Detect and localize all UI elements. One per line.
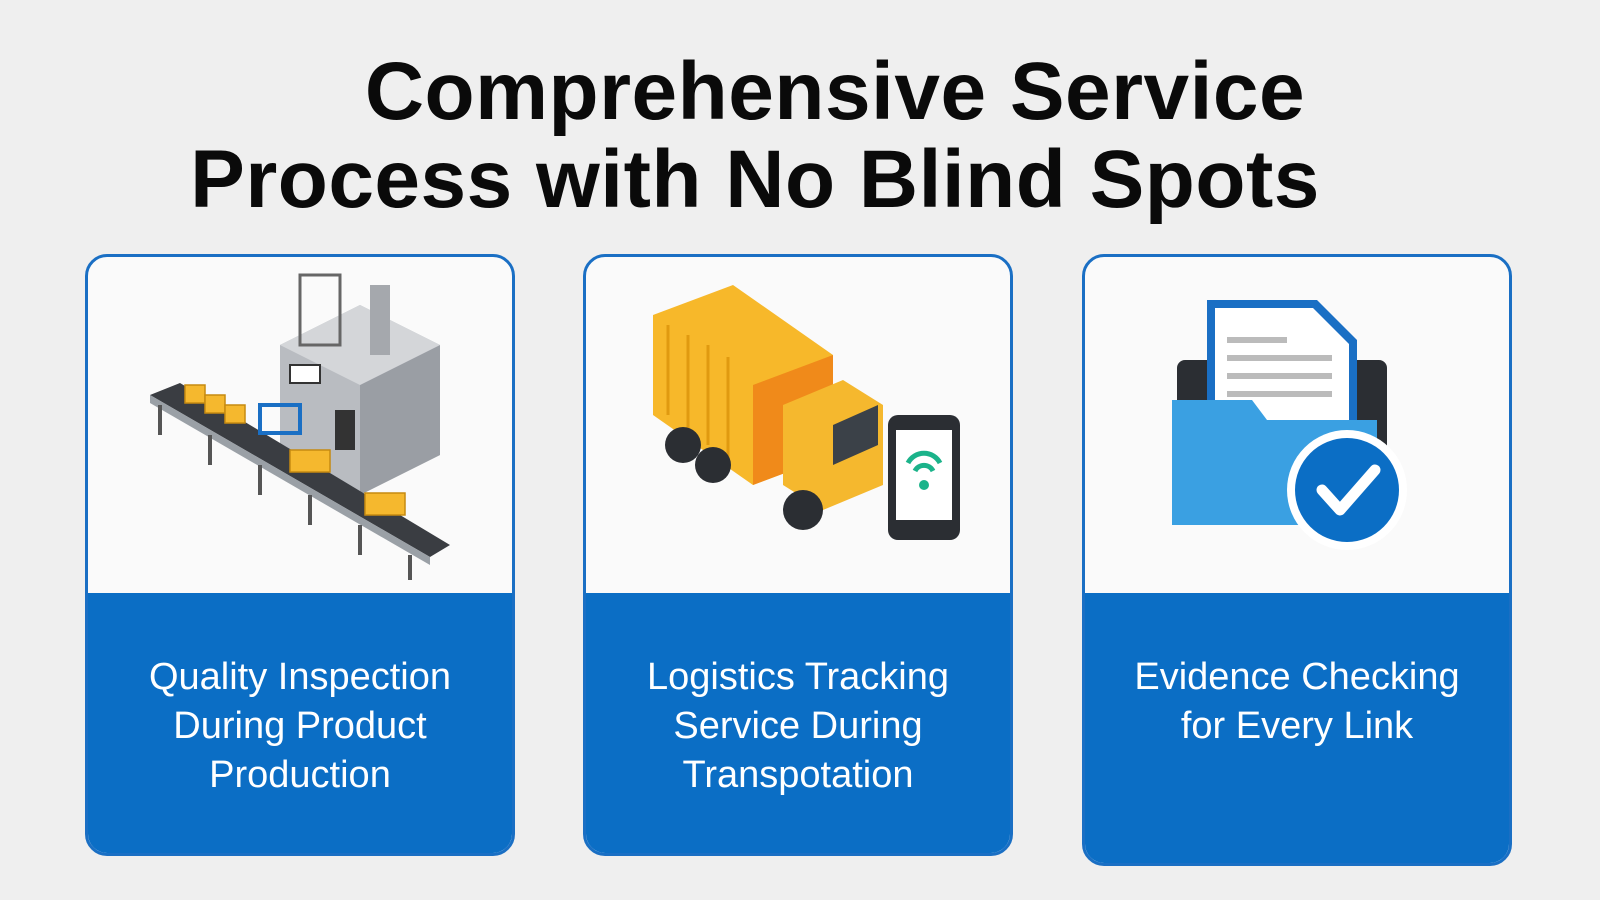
page-title: Comprehensive Service Process with No Bl… <box>0 48 1600 224</box>
card-label: Quality Inspection During Product Produc… <box>148 656 452 796</box>
card-caption-band: Evidence Checking for Every Link <box>1085 593 1509 863</box>
card-logistics-tracking: Logistics Tracking Service During Transp… <box>583 254 1013 856</box>
title-line-1: Comprehensive Service <box>364 46 1306 137</box>
card-label: Logistics Tracking Service During Transp… <box>646 656 949 796</box>
card-evidence-checking: Evidence Checking for Every Link <box>1082 254 1512 866</box>
folder-document-check-icon <box>1085 257 1509 593</box>
truck-phone-tracking-icon <box>586 257 1010 593</box>
title-line-2: Process with No Blind Spots <box>190 134 1320 225</box>
card-caption-band: Quality Inspection During Product Produc… <box>88 593 512 853</box>
card-quality-inspection: Quality Inspection During Product Produc… <box>85 254 515 856</box>
card-label: Evidence Checking for Every Link <box>1134 656 1460 747</box>
card-caption-band: Logistics Tracking Service During Transp… <box>586 593 1010 853</box>
factory-conveyor-icon <box>88 257 512 593</box>
